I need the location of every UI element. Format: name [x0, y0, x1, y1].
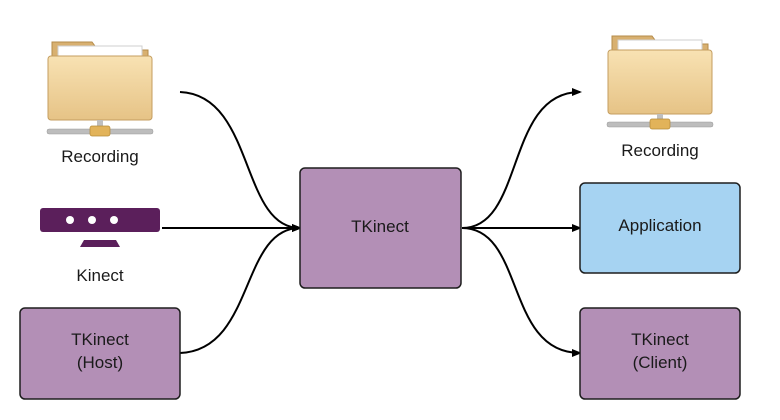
left-recording-label: Recording: [61, 147, 139, 166]
tkinect-center-box: TKinect: [299, 167, 462, 289]
arrow-tkinect-to-recording: [461, 88, 582, 229]
tkinect-host-box: TKinect (Host): [19, 307, 181, 400]
arrow-tkinect-to-client: [461, 227, 582, 357]
kinect-sensor-icon: [40, 208, 160, 247]
kinect-label: Kinect: [76, 266, 124, 285]
tkinect-client-box: TKinect (Client): [579, 307, 741, 400]
right-recording-label: Recording: [621, 141, 699, 160]
tkinect-host-line1: TKinect: [71, 330, 129, 349]
folder-network-icon: [606, 35, 714, 130]
arrow-recording-to-tkinect: [179, 91, 302, 232]
application-label: Application: [618, 216, 701, 235]
tkinect-center-label: TKinect: [351, 217, 409, 236]
tkinect-host-line2: (Host): [77, 353, 123, 372]
folder-network-icon: [46, 41, 154, 137]
arrow-host-to-tkinect: [179, 224, 302, 354]
left-recording-node: Recording: [46, 41, 154, 166]
kinect-node: Kinect: [40, 208, 160, 285]
tkinect-client-line2: (Client): [633, 353, 688, 372]
tkinect-client-line1: TKinect: [631, 330, 689, 349]
connectors: [162, 88, 582, 357]
application-box: Application: [579, 182, 741, 274]
right-recording-node: Recording: [606, 35, 714, 160]
